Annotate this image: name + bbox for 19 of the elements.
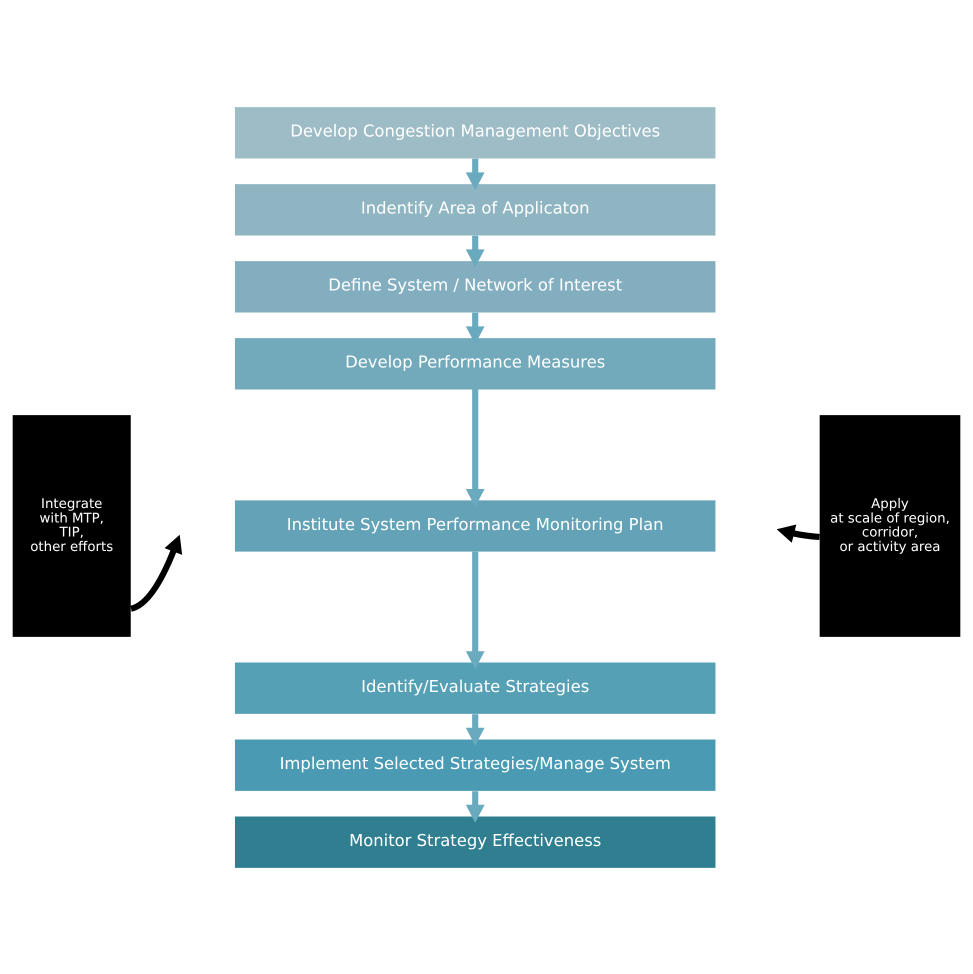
arrow: [776, 524, 820, 542]
node-box: Define System / Network of Interest: [234, 260, 716, 312]
node-box: Apply at scale of region, corridor, or activity area: [820, 414, 960, 636]
arrow: [130, 534, 182, 612]
arrow: [466, 235, 485, 267]
arrow: [466, 388, 485, 506]
arrow: [466, 714, 485, 746]
node-box: Identify/Evaluate Strategies: [234, 662, 716, 714]
node-box: Monitor Strategy Effectiveness: [234, 816, 716, 868]
arrow: [466, 790, 485, 822]
arrow: [466, 158, 485, 190]
node-box: Develop Congestion Management Objectives: [234, 106, 716, 158]
node-box: Develop Performance Measures: [234, 338, 716, 389]
arrow: [466, 312, 485, 344]
node-box: Institute System Performance Monitoring Plan: [234, 500, 716, 552]
node-box: Implement Selected Strategies/Manage System: [234, 739, 716, 790]
node-box: Integrate with MTP, TIP, other efforts: [12, 414, 131, 636]
arrow: [466, 551, 485, 669]
node-box: Indentify Area of Applicaton: [234, 184, 716, 235]
